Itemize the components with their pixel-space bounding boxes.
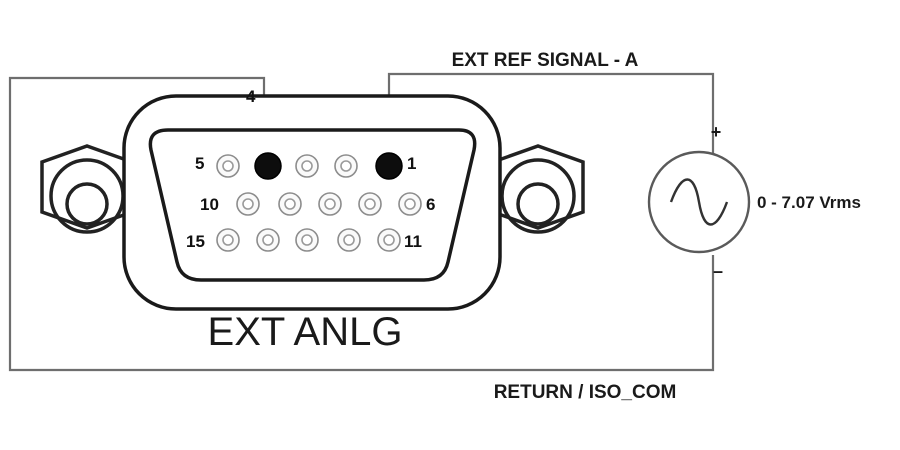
pin-5-hole <box>222 160 234 172</box>
pin-8 <box>318 192 342 216</box>
pin-10 <box>236 192 260 216</box>
pin-label-15: 15 <box>186 232 205 251</box>
pin-8-hole <box>324 198 336 210</box>
pin-3-hole <box>301 160 313 172</box>
connector-label: EXT ANLG <box>208 310 403 354</box>
pin-7 <box>358 192 382 216</box>
pin-1 <box>375 152 403 180</box>
pin-15-hole <box>222 234 234 246</box>
pin-12-hole <box>343 234 355 246</box>
pin-10-hole <box>242 198 254 210</box>
right-hex-nut <box>491 144 585 234</box>
pin-label-11: 11 <box>404 232 422 251</box>
pin-label-10: 10 <box>200 195 219 214</box>
pin-4 <box>254 152 282 180</box>
pin-14 <box>256 228 280 252</box>
pin-13 <box>295 228 319 252</box>
pin-14-hole <box>262 234 274 246</box>
pin-2-hole <box>340 160 352 172</box>
pin-4-contact <box>254 152 282 180</box>
source-plus: + <box>711 122 722 142</box>
pin-9 <box>278 192 302 216</box>
pin-9-hole <box>284 198 296 210</box>
source-minus: – <box>713 261 723 281</box>
sine-wave-icon <box>669 178 729 226</box>
pin-6 <box>398 192 422 216</box>
return-wire <box>8 76 715 372</box>
pin-2 <box>334 154 358 178</box>
pin-label-4: 4 <box>246 87 256 106</box>
pin-grid <box>216 152 422 252</box>
ac-source: + – 0 - 7.07 Vrms <box>647 122 861 281</box>
return-label: RETURN / ISO_COM <box>494 382 677 403</box>
pin-15 <box>216 228 240 252</box>
source-voltage-label: 0 - 7.07 Vrms <box>757 193 861 212</box>
pin-label-1: 1 <box>407 154 416 173</box>
pin-12 <box>337 228 361 252</box>
pin-11-hole <box>383 234 395 246</box>
pin-label-5: 5 <box>195 154 204 173</box>
pin-label-6: 6 <box>426 195 435 214</box>
pin-6-hole <box>404 198 416 210</box>
pin-5 <box>216 154 240 178</box>
pin-1-contact <box>375 152 403 180</box>
pin-3 <box>295 154 319 178</box>
pin-11 <box>377 228 401 252</box>
connector-shell <box>122 94 502 311</box>
left-hex-nut <box>40 144 134 234</box>
ext-ref-signal-label: EXT REF SIGNAL - A <box>452 50 639 71</box>
pin-13-hole <box>301 234 313 246</box>
pin-labels: 4 5 1 10 6 15 11 <box>186 87 435 251</box>
pin-7-hole <box>364 198 376 210</box>
